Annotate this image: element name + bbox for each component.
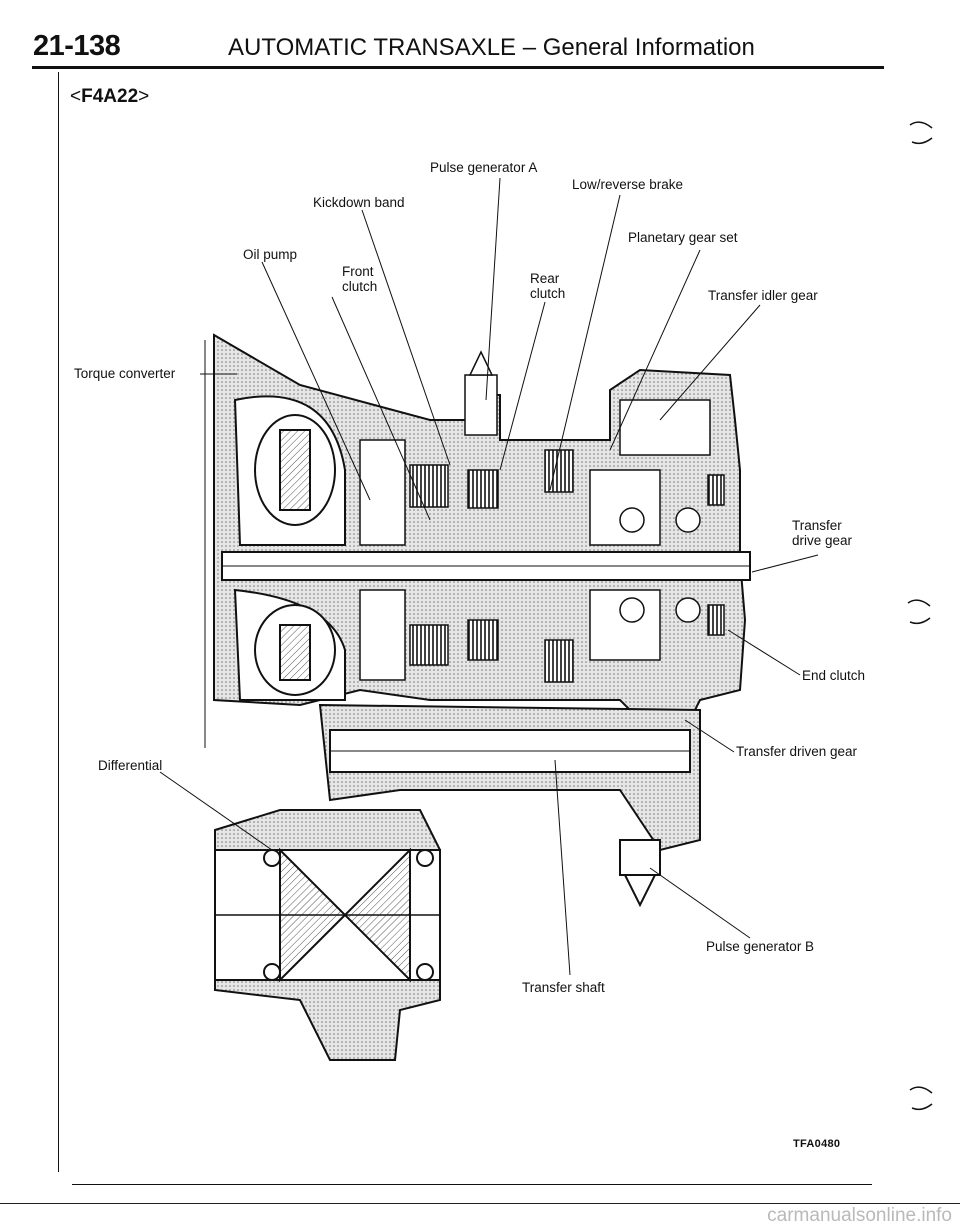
label-pulse-generator-a: Pulse generator A <box>430 160 537 175</box>
registration-marks <box>907 121 933 1111</box>
model-code-value: F4A22 <box>81 86 139 107</box>
watermark: carmanualsonline.info <box>767 1205 952 1226</box>
label-transfer-idler-gear: Transfer idler gear <box>708 288 818 303</box>
transfer-shaft-housing <box>318 703 701 908</box>
label-rear-clutch-line2: clutch <box>530 286 565 301</box>
left-margin-rule <box>58 72 59 1172</box>
gear-components <box>359 350 711 681</box>
label-torque-converter: Torque converter <box>74 366 176 381</box>
label-front-clutch-line2: clutch <box>342 279 377 294</box>
label-kickdown-band: Kickdown band <box>313 195 405 210</box>
label-transfer-drive-gear-line2: drive gear <box>792 533 853 548</box>
label-transfer-driven-gear: Transfer driven gear <box>736 744 858 759</box>
label-oil-pump: Oil pump <box>243 247 297 262</box>
label-low-reverse-brake: Low/reverse brake <box>572 177 683 192</box>
label-differential: Differential <box>98 758 162 773</box>
diagram-labels: Pulse generator A Low/reverse brake Kick… <box>74 160 865 995</box>
label-rear-clutch-line1: Rear <box>530 271 560 286</box>
leader-lines <box>159 177 819 976</box>
differential-housing <box>214 809 441 1061</box>
model-code: <F4A22> <box>70 86 149 108</box>
clutch-packs <box>409 449 725 683</box>
figure-code: TFA0480 <box>793 1138 841 1150</box>
torque-converter <box>233 395 346 701</box>
header-rule <box>32 66 884 69</box>
page-number: 21-138 <box>33 30 121 62</box>
footer-rule-bottom <box>0 1203 960 1204</box>
label-end-clutch: End clutch <box>802 668 865 683</box>
label-pulse-generator-b: Pulse generator B <box>706 939 814 954</box>
footer-rule <box>72 1184 872 1185</box>
model-code-close: > <box>138 86 150 107</box>
model-code-open: < <box>70 86 82 107</box>
label-transfer-shaft: Transfer shaft <box>522 980 605 995</box>
label-front-clutch-line1: Front <box>342 264 374 279</box>
label-transfer-drive-gear-line1: Transfer <box>792 518 842 533</box>
page-title: AUTOMATIC TRANSAXLE – General Informatio… <box>228 34 755 61</box>
label-planetary-gear-set: Planetary gear set <box>628 230 738 245</box>
